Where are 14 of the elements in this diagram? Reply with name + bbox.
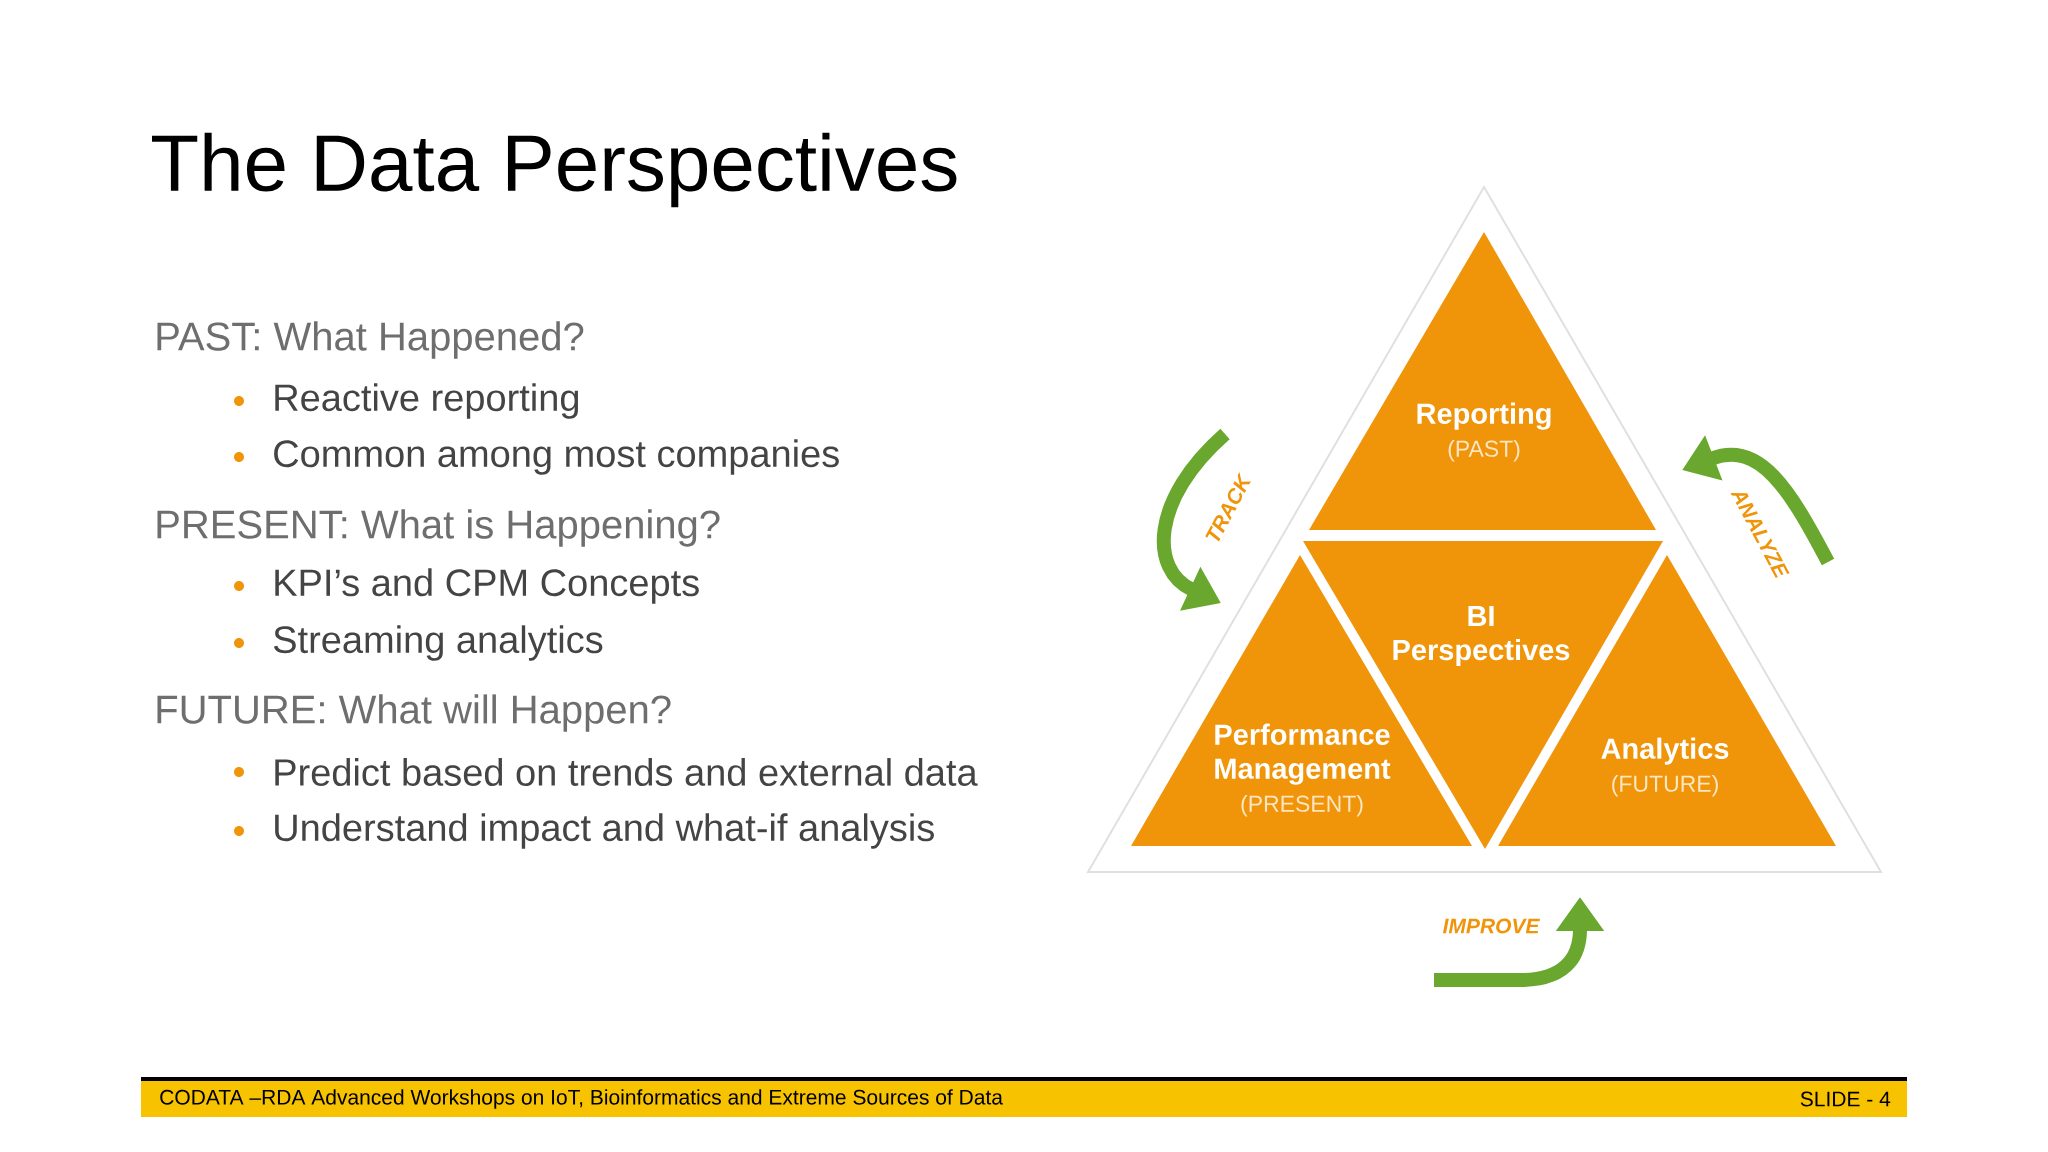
triangle-segment: Reporting (PAST) — [1309, 232, 1656, 530]
bullet-item: Reactive reporting — [234, 383, 579, 419]
footer-text: CODATA –RDA Advanced Workshops on IoT, Bioinformatics and Extreme Sources of Data — [160, 1089, 1003, 1109]
arrow-label: IMPROVE — [1442, 918, 1540, 934]
section-heading: PRESENT: What is Happening? — [157, 509, 720, 547]
bullet-item: Understand impact and what-if analysis — [234, 813, 934, 849]
bullet-item: Streaming analytics — [234, 625, 603, 661]
section-heading: FUTURE: What will Happen? — [157, 694, 671, 732]
section-heading: PAST: What Happened? — [157, 321, 584, 359]
bullet-item: KPI’s and CPM Concepts — [234, 568, 699, 604]
bullet-item: Common among most companies — [234, 439, 839, 475]
slide-title: The Data Perspectives — [152, 132, 957, 208]
bullet-item: Predict based on trends and external data — [234, 758, 978, 786]
slide-number: SLIDE - 4 — [1800, 1091, 1891, 1107]
